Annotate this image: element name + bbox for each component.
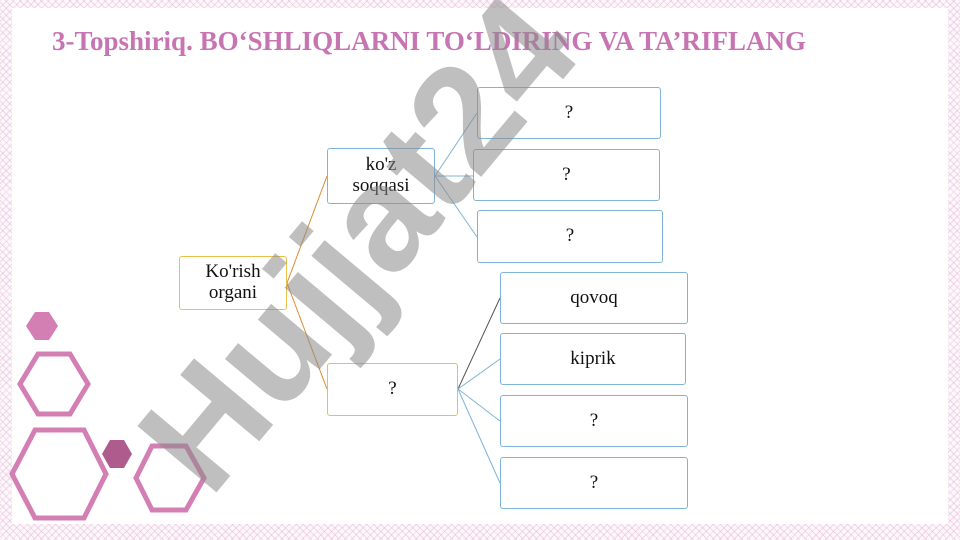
leaf-node-label: ? — [562, 163, 571, 185]
page-title: 3-Topshiriq. BO‘SHLIQLARNI TO‘LDIRING VA… — [52, 26, 806, 56]
connector-b2-leaf1 — [457, 297, 501, 390]
leaf-node[interactable]: ? — [500, 395, 688, 447]
branch-node-1[interactable]: ko'z soqqasi — [327, 148, 435, 204]
leaf-node[interactable]: ? — [477, 87, 661, 139]
connector-root-branch2 — [286, 282, 328, 390]
connector-b1-leaf3 — [434, 175, 478, 238]
branch-node-1-label: ko'z soqqasi — [352, 154, 410, 196]
connector-b2-leaf4 — [457, 388, 501, 484]
connector-b2-leaf3 — [457, 388, 501, 422]
branch-node-2[interactable]: ? — [327, 363, 458, 416]
leaf-node[interactable]: kiprik — [500, 333, 686, 385]
leaf-node-label: ? — [589, 409, 599, 431]
leaf-node-label: ? — [564, 101, 574, 123]
branch-node-2-label: ? — [388, 378, 397, 400]
leaf-node[interactable]: ? — [473, 149, 660, 201]
leaf-node-label: qovoq — [570, 286, 618, 308]
leaf-node-label: ? — [565, 225, 575, 247]
root-node[interactable]: Ko'rish organi — [179, 256, 287, 310]
root-node-label: Ko'rish organi — [205, 261, 261, 303]
connector-b2-leaf2 — [457, 358, 501, 390]
leaf-node-label: kiprik — [570, 347, 616, 369]
leaf-node-label: ? — [589, 471, 599, 493]
connector-b1-leaf1 — [434, 112, 478, 177]
leaf-node[interactable]: ? — [477, 210, 663, 263]
leaf-node[interactable]: qovoq — [500, 272, 688, 324]
connector-root-branch1 — [286, 175, 328, 284]
leaf-node[interactable]: ? — [500, 457, 688, 509]
